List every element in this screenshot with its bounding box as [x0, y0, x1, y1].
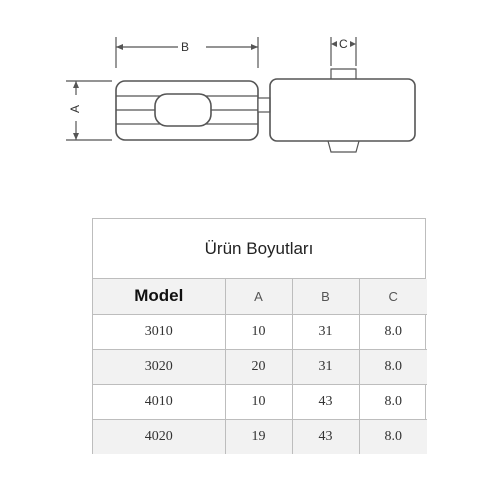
- dim-c-arrow-right: [350, 41, 356, 47]
- table-header-row: Model A B C: [93, 279, 427, 315]
- dim-b-arrow-left: [116, 44, 123, 50]
- cell-b: 43: [291, 418, 360, 454]
- cell-model: 4010: [93, 383, 226, 420]
- cell-a: 10: [224, 313, 293, 350]
- cell-a: 20: [224, 348, 293, 385]
- header-model: Model: [93, 279, 226, 315]
- side-view-body: [269, 78, 416, 142]
- dim-a-label: A: [68, 104, 83, 114]
- dim-c-arrow-left: [331, 41, 337, 47]
- table-row: 4010 10 43 8.0: [93, 383, 427, 420]
- dimensions-grid: Model A B C 3010 10 31 8.0 3020 20 31 8.…: [93, 279, 427, 454]
- cell-a: 10: [224, 383, 293, 420]
- cell-model: 3010: [93, 313, 226, 350]
- table-row: 3020 20 31 8.0: [93, 348, 427, 385]
- dim-b-arrow-right: [251, 44, 258, 50]
- header-b: B: [291, 279, 360, 315]
- cell-b: 31: [291, 313, 360, 350]
- cell-c: 8.0: [358, 313, 427, 350]
- technical-drawing: B A C: [0, 0, 500, 190]
- table-row: 3010 10 31 8.0: [93, 313, 427, 350]
- connecting-pin: [257, 97, 271, 113]
- table-title: Ürün Boyutları: [93, 219, 425, 279]
- header-a: A: [224, 279, 293, 315]
- dimension-drawing-svg: [66, 37, 416, 153]
- header-c: C: [358, 279, 427, 315]
- dimensions-table: Ürün Boyutları Model A B C 3010 10 31 8.…: [92, 218, 427, 454]
- cell-c: 8.0: [358, 418, 427, 454]
- dim-a-arrow-bottom: [73, 133, 79, 140]
- cell-model: 4020: [93, 418, 226, 454]
- cell-a: 19: [224, 418, 293, 454]
- cell-b: 31: [291, 348, 360, 385]
- cell-c: 8.0: [358, 348, 427, 385]
- front-view-center-window: [154, 93, 212, 127]
- dim-b-label: B: [181, 40, 190, 54]
- cell-model: 3020: [93, 348, 226, 385]
- table-row: 4020 19 43 8.0: [93, 418, 427, 454]
- cell-b: 43: [291, 383, 360, 420]
- side-view-top-tab: [330, 68, 357, 79]
- dim-c-label: C: [339, 37, 348, 51]
- dim-a-arrow-top: [73, 81, 79, 88]
- side-view-bottom-tab: [327, 140, 360, 153]
- cell-c: 8.0: [358, 383, 427, 420]
